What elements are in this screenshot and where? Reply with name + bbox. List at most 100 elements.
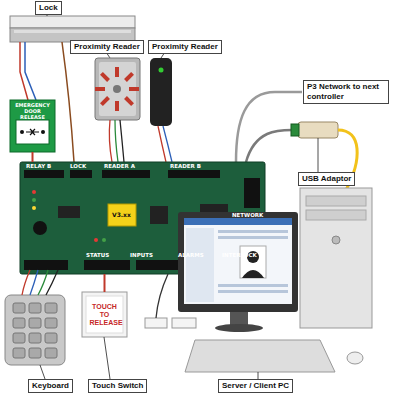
monitor	[178, 212, 298, 312]
door-contact	[145, 318, 167, 328]
keypad-key	[29, 303, 41, 313]
wire	[120, 120, 124, 162]
network-cable	[236, 92, 302, 162]
wire	[32, 152, 34, 162]
window-sidebar	[186, 228, 214, 302]
led	[32, 198, 36, 202]
terminal-label: RELAY B	[26, 163, 51, 169]
wire	[38, 270, 48, 295]
keypad-key	[13, 348, 25, 358]
callout-label: Keyboard	[28, 379, 73, 393]
keypad-body	[5, 295, 65, 365]
wire	[62, 42, 74, 162]
mouse	[347, 352, 363, 364]
terminal-plug	[291, 124, 299, 136]
terminal-label: INPUTS	[130, 252, 153, 258]
led	[115, 67, 119, 77]
node-text: Keyboard	[32, 381, 69, 391]
wire	[109, 120, 112, 162]
node-text: Touch Switch	[92, 381, 143, 391]
wire	[156, 274, 168, 318]
led	[129, 87, 139, 91]
release-dot	[41, 130, 45, 134]
node-text: TOUCH TO RELEASE	[90, 303, 120, 327]
controller-board: RELAY BLOCKREADER AREADER BNETWORKV3.xxS…	[20, 162, 265, 274]
photo-shoulders	[242, 270, 264, 278]
keypad-key	[45, 303, 57, 313]
terminal-block	[168, 170, 220, 178]
network-cable	[246, 130, 292, 162]
maglock-top	[10, 16, 135, 28]
chip	[150, 206, 168, 224]
terminal-label: INTERLOCK	[222, 252, 257, 258]
led	[100, 96, 110, 106]
buzzer	[33, 221, 47, 235]
release-box	[10, 100, 55, 152]
led	[32, 190, 36, 194]
wire	[46, 270, 58, 295]
touch-plate	[82, 292, 127, 337]
node-text: P3 Network to next controller	[307, 82, 385, 102]
version-sticker	[108, 204, 136, 226]
network-connector	[244, 178, 260, 208]
release-dot	[20, 130, 24, 134]
callout-label: Server / Client PC	[218, 379, 293, 393]
led	[100, 72, 110, 82]
terminal-block	[24, 170, 64, 178]
terminal-block	[84, 260, 130, 270]
led	[102, 238, 106, 242]
power-button	[332, 236, 340, 244]
door-contact	[172, 318, 196, 328]
window-titlebar	[184, 218, 292, 225]
release-panel	[16, 120, 49, 144]
terminal-label: READER A	[104, 163, 135, 169]
reader-body	[95, 58, 140, 120]
window-row	[218, 230, 288, 233]
callout-label: Proximity Reader	[70, 40, 144, 54]
touch-face	[86, 296, 123, 333]
keypad-key	[45, 318, 57, 328]
terminal-block	[136, 260, 182, 270]
drive-bay	[306, 196, 366, 206]
led	[32, 206, 36, 210]
callout-label: Lock	[35, 1, 62, 15]
keypad-key	[45, 348, 57, 358]
wire	[20, 42, 28, 100]
window-row	[218, 284, 288, 287]
chip	[58, 206, 80, 218]
node-text: USB Adaptor	[302, 174, 351, 184]
terminal-label: STATUS	[86, 252, 109, 258]
reader-led	[159, 68, 164, 73]
led	[115, 101, 119, 111]
terminal-label: LOCK	[70, 163, 86, 169]
window-row	[218, 236, 288, 239]
leader-line	[40, 365, 45, 379]
release-arrow	[32, 129, 39, 135]
wire	[22, 270, 30, 295]
monitor-stand	[230, 312, 248, 326]
usb-adaptor	[298, 122, 338, 138]
terminal-block	[70, 170, 92, 178]
led	[94, 238, 98, 242]
led	[124, 72, 134, 82]
window-row	[218, 290, 288, 293]
leader-line	[318, 138, 319, 172]
wire	[163, 126, 172, 162]
keypad-key	[13, 333, 25, 343]
release-button: EMERGENCY DOOR RELEASE	[10, 100, 55, 152]
reader-center	[113, 85, 121, 93]
wire	[30, 270, 38, 295]
callout-label: USB Adaptor	[298, 172, 355, 186]
node-text: Proximity Reader	[152, 42, 218, 52]
callout-label: Touch Switch	[88, 379, 147, 393]
wire	[25, 42, 36, 100]
node-text: Server / Client PC	[222, 381, 289, 391]
terminal-block	[102, 170, 150, 178]
leader-line	[258, 372, 259, 379]
led	[95, 87, 105, 91]
drive-bay	[306, 210, 366, 220]
keypad-key	[13, 318, 25, 328]
terminal-label: V3.xx	[112, 212, 131, 218]
